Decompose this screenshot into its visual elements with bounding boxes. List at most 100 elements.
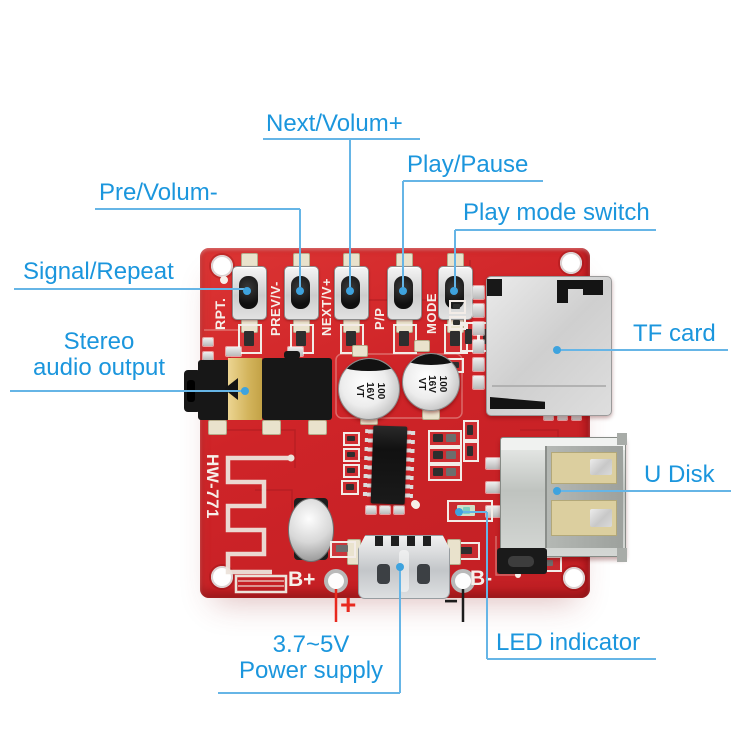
micro-usb-pin: [407, 536, 415, 546]
smd-component: [343, 464, 360, 478]
micro-usb-port: [358, 535, 450, 599]
usb-leg: [486, 506, 502, 517]
micro-usb-pin: [391, 536, 399, 546]
silkscreen-dot: [515, 572, 521, 578]
silkscreen-dot: [220, 276, 228, 284]
callout-dots: [241, 287, 561, 571]
usb-contact: [590, 509, 612, 527]
solder-pad: [203, 338, 213, 346]
callout-label-play-pause: Play/Pause: [407, 151, 529, 178]
micro-usb-pin: [423, 536, 431, 546]
mounting-hole-top-right: [560, 252, 582, 274]
usb-leg: [486, 458, 502, 469]
electrolytic-capacitor-1: 100 16V VT: [338, 358, 400, 420]
switch-component: [497, 548, 547, 574]
tf-corner-tab: [487, 279, 502, 296]
callout-line-next: [263, 138, 420, 288]
smd-component: [343, 432, 360, 446]
capacitor-base-tab: [414, 340, 430, 352]
pcb-board: RPT. PREV/V- NEXT/V+ P/P MODE: [184, 248, 627, 599]
capacitor-vent-band: [403, 354, 459, 366]
mounting-hole-bottom-right: [563, 567, 585, 589]
callout-label-tf-card: TF card: [633, 320, 716, 347]
usb-a-port: [500, 433, 627, 562]
switch-slot: [508, 556, 534, 567]
power-line-1: 3.7~5V: [272, 631, 350, 658]
smd-component: [330, 541, 356, 558]
solder-pad: [380, 506, 390, 514]
callout-label-pre-volum-minus: Pre/Volum-: [99, 179, 218, 206]
tf-card-slot: [486, 276, 612, 416]
usb-contact: [590, 459, 612, 475]
smd-component: [343, 448, 360, 462]
jack-nub: [284, 351, 300, 359]
push-button-prev: [284, 266, 319, 320]
callout-line-power: [218, 567, 401, 694]
smd-component: [393, 324, 417, 354]
callout-label-led-indicator: LED indicator: [496, 629, 641, 656]
power-line-2: Power supply: [238, 657, 384, 685]
usb-wing: [617, 548, 627, 562]
solder-pad: [473, 340, 484, 353]
b-plus-silkscreen: B+: [288, 568, 316, 591]
solder-pad: [473, 304, 484, 317]
smd-component: [428, 464, 462, 481]
jack-leg: [208, 420, 227, 435]
smd-component: [428, 430, 462, 447]
smd-component: [290, 324, 314, 354]
callout-label-signal-repeat: Signal/Repeat: [23, 258, 174, 285]
smd-component: [449, 300, 466, 314]
smd-component: [463, 420, 479, 441]
electrolytic-capacitor-2: 100 16V VT: [402, 353, 460, 411]
crystal-oscillator: [288, 498, 334, 562]
stereo-line-2: audio output: [32, 354, 166, 382]
solder-pad: [366, 506, 376, 514]
capacitor-base-tab: [352, 345, 368, 357]
smd-component: [463, 441, 479, 462]
mounting-hole-top-left: [211, 255, 233, 277]
smd-component: [428, 447, 462, 464]
solder-pad: [473, 376, 484, 389]
callout-label-u-disk: U Disk: [644, 461, 715, 488]
solder-pad: [473, 286, 484, 299]
tf-seam: [492, 385, 606, 387]
tf-clip: [557, 289, 568, 303]
callout-label-play-mode-switch: Play mode switch: [463, 199, 650, 226]
solder-pad: [473, 322, 484, 335]
tf-clip: [583, 289, 603, 295]
solder-pad: [394, 506, 404, 514]
smd-component: [449, 316, 466, 330]
led-die: [463, 507, 470, 514]
micro-usb-pin: [375, 536, 383, 546]
callout-line-led: [459, 511, 656, 660]
usb-wing: [617, 433, 627, 445]
solder-pad: [203, 352, 213, 360]
stereo-line-1: Stereo: [63, 328, 135, 355]
micro-usb-hole: [377, 564, 390, 584]
jack-notch: [224, 378, 238, 400]
callout-label-power-supply: 3.7~5V Power supply: [226, 631, 396, 685]
jack-body: [262, 358, 332, 420]
usb-tongue: [551, 500, 617, 536]
callout-label-stereo-audio-output: Stereo audio output: [24, 328, 174, 382]
callout-label-next-volum-plus: Next/Volum+: [266, 110, 403, 137]
solder-pad: [473, 358, 484, 371]
smd-component: [238, 324, 262, 354]
silkscreen-dot: [412, 501, 420, 509]
callout-line-play-pause: [402, 180, 543, 288]
jack-leg: [308, 420, 327, 435]
micro-usb-shine: [399, 550, 409, 592]
callout-line-play-mode: [454, 229, 656, 288]
micro-usb-hole: [417, 564, 430, 584]
tf-clip: [557, 280, 603, 289]
smd-component: [341, 480, 359, 495]
callout-line-pre: [95, 208, 301, 288]
usb-leg: [486, 482, 502, 493]
solder-pad: [226, 347, 241, 356]
pcb-antenna: [225, 454, 295, 594]
jack-leg: [262, 420, 281, 435]
plus-symbol: +: [340, 589, 357, 620]
minus-symbol: −: [444, 588, 459, 615]
